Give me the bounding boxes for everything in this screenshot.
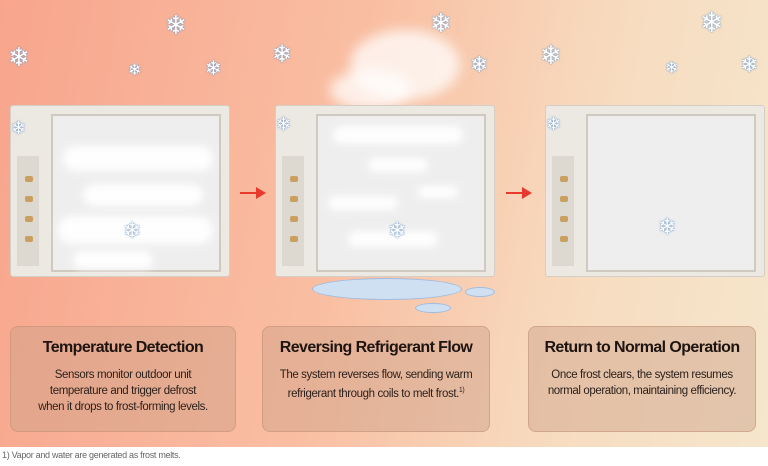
snowflake-icon: ❄ — [740, 52, 759, 77]
snowflake-icon: ❄ — [430, 8, 452, 38]
snowflake-icon: ❄ — [128, 62, 142, 79]
step-card-reversing-flow: Reversing Refrigerant Flow The system re… — [262, 326, 490, 432]
outdoor-unit-normal: ❄ ❄ — [545, 105, 765, 277]
snowflake-icon: ❄ — [272, 41, 293, 68]
step-title: Return to Normal Operation — [544, 339, 740, 356]
outdoor-unit-frosted: ❄ ❄ — [10, 105, 230, 277]
snowflake-icon: ❄ — [276, 114, 292, 134]
snowflake-icon: ❄ — [388, 218, 407, 243]
snowflake-icon: ❄ — [8, 42, 30, 72]
snowflake-icon: ❄ — [546, 114, 562, 134]
water-puddle — [312, 278, 462, 300]
footnote: 1) Vapor and water are generated as fros… — [2, 450, 181, 460]
snowflake-icon: ❄ — [123, 218, 142, 243]
step-card-return-normal: Return to Normal Operation Once frost cl… — [528, 326, 756, 432]
scene-background: ❄ ❄ ❄ ❄ ❄ ❄ ❄ ❄ ❄ ❄ ❄ ❄ ❄ ❄ ❄ — [0, 0, 768, 447]
snowflake-icon: ❄ — [700, 7, 724, 38]
snowflake-icon: ❄ — [11, 118, 27, 138]
snowflake-icon: ❄ — [540, 40, 562, 70]
outdoor-unit-defrosting: ❄ ❄ — [275, 105, 495, 277]
step-title: Temperature Detection — [42, 339, 204, 356]
step-card-temperature-detection: Temperature Detection Sensors monitor ou… — [10, 326, 236, 432]
snowflake-icon: ❄ — [470, 52, 489, 77]
snowflake-icon: ❄ — [665, 60, 679, 77]
footnote-marker: 1) — [458, 387, 465, 394]
snowflake-icon: ❄ — [205, 58, 222, 80]
snowflake-icon: ❄ — [658, 214, 677, 239]
arrow-right-icon — [506, 186, 532, 200]
snowflake-icon: ❄ — [165, 10, 187, 40]
arrow-right-icon — [240, 186, 266, 200]
step-title: Reversing Refrigerant Flow — [279, 339, 473, 356]
